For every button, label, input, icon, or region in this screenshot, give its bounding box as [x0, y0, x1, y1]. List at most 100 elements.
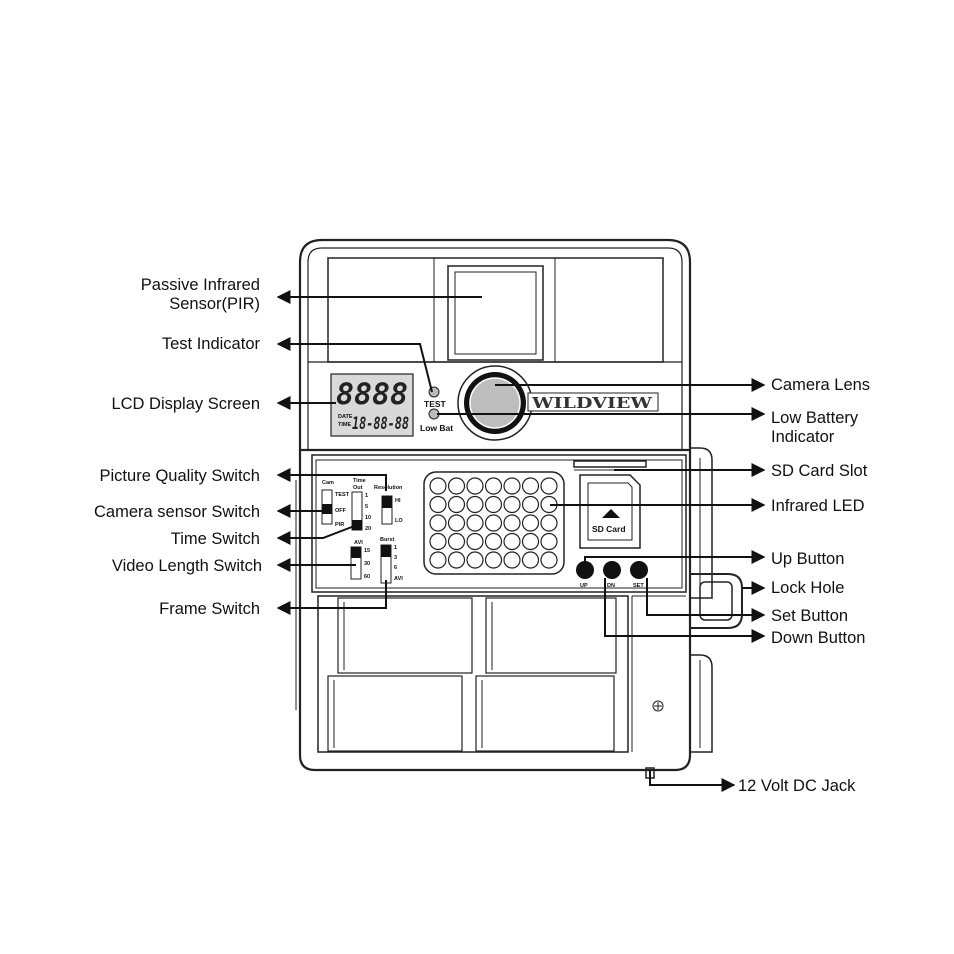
svg-text:PIR: PIR	[335, 522, 344, 528]
label-infrared-led: Infrared LED	[771, 497, 865, 515]
label-camera-lens: Camera Lens	[771, 376, 870, 394]
infrared-led	[429, 495, 447, 514]
infrared-led	[540, 551, 558, 569]
low-bat-label: Low Bat	[420, 423, 453, 433]
infrared-led	[447, 532, 466, 551]
arrow-time-switch	[276, 524, 358, 545]
arrow-test-indicator	[276, 337, 433, 393]
svg-text:5: 5	[365, 504, 368, 510]
label-test-indicator: Test Indicator	[162, 335, 261, 353]
infrared-led	[521, 551, 540, 569]
infrared-led	[521, 495, 540, 514]
label-lock-hole: Lock Hole	[771, 579, 844, 597]
infrared-led	[429, 477, 447, 495]
svg-text:3: 3	[394, 555, 397, 561]
label-lcd-screen: LCD Display Screen	[111, 395, 260, 413]
infrared-led	[466, 514, 484, 532]
lcd-bottom-digits: 18-88-88	[352, 414, 409, 434]
pir-sensor-window	[447, 265, 544, 361]
lcd-date-label: DATE	[338, 414, 353, 420]
sd-card-slot	[573, 460, 647, 468]
infrared-led	[540, 532, 558, 551]
infrared-led	[447, 551, 466, 569]
infrared-led	[521, 514, 540, 532]
infrared-led	[429, 514, 447, 532]
label-video-length: Video Length Switch	[112, 557, 262, 575]
infrared-led	[484, 495, 503, 514]
label-time-switch: Time Switch	[171, 530, 260, 548]
test-led-label: TEST	[424, 399, 447, 409]
infrared-led	[484, 477, 503, 495]
lock-hole	[690, 573, 743, 629]
infrared-led	[503, 532, 521, 551]
cam-switch-title: Cam	[322, 480, 334, 486]
arrow-up-button	[584, 550, 766, 570]
label-frame-switch: Frame Switch	[159, 600, 260, 618]
svg-text:Burst: Burst	[380, 537, 395, 543]
arrow-down-button	[604, 578, 766, 643]
infrared-led	[521, 532, 540, 551]
sd-arrow-icon	[602, 509, 620, 518]
label-camera-sensor: Camera sensor Switch	[94, 503, 260, 521]
camera-lens	[457, 365, 533, 441]
lcd-time-label: TIME	[338, 422, 351, 428]
infrared-led	[540, 514, 558, 532]
sd-card: SD Card	[579, 474, 641, 549]
infrared-led-array	[423, 471, 565, 575]
leader-lines	[276, 290, 766, 792]
label-low-battery-line2: Indicator	[771, 428, 835, 446]
svg-text:AVI: AVI	[354, 540, 363, 546]
camera-body: 8888 DATE TIME 18-88-88 TEST Low Bat WIL…	[295, 238, 743, 779]
svg-text:LO: LO	[395, 518, 403, 524]
down-button-label: DN	[607, 583, 615, 589]
svg-text:30: 30	[364, 561, 370, 567]
lcd-display: 8888 DATE TIME 18-88-88	[330, 373, 414, 437]
infrared-led	[447, 495, 466, 514]
brand-logo: WILDVIEW	[531, 394, 654, 412]
labels: Passive Infrared Sensor(PIR) Test Indica…	[94, 276, 870, 795]
label-pir-line2: Sensor(PIR)	[169, 295, 260, 313]
label-sd-slot: SD Card Slot	[771, 462, 868, 480]
picture-quality-switch[interactable]: Resolution HI LO	[374, 485, 403, 525]
arrow-picture-quality	[276, 468, 387, 491]
infrared-led	[521, 477, 540, 495]
svg-text:OFF: OFF	[335, 508, 347, 514]
svg-text:Resolution: Resolution	[374, 485, 403, 491]
label-dc-jack: 12 Volt DC Jack	[738, 777, 856, 795]
label-down-button: Down Button	[771, 629, 865, 647]
svg-text:60: 60	[364, 574, 370, 580]
down-button[interactable]	[603, 561, 621, 579]
infrared-led	[466, 495, 484, 514]
camera-sensor-switch[interactable]: Cam TEST OFF PIR	[321, 480, 350, 528]
frame-switch[interactable]: Burst 1 3 6 AVI	[380, 537, 403, 584]
svg-text:1: 1	[365, 493, 368, 499]
infrared-led	[503, 551, 521, 569]
infrared-led	[540, 477, 558, 495]
set-button[interactable]	[630, 561, 648, 579]
video-length-switch[interactable]: AVI 15 30 60	[350, 540, 370, 580]
svg-text:6: 6	[394, 565, 397, 571]
infrared-led	[503, 514, 521, 532]
infrared-led	[466, 551, 484, 569]
sd-card-text: SD Card	[592, 524, 626, 534]
infrared-led	[447, 477, 466, 495]
arrow-frame-switch	[276, 580, 387, 615]
lcd-top-digits: 8888	[336, 377, 408, 411]
infrared-led	[484, 551, 503, 569]
infrared-led	[503, 477, 521, 495]
up-button-label: UP	[580, 583, 588, 589]
label-pir-line1: Passive Infrared	[141, 276, 260, 294]
label-set-button: Set Button	[771, 607, 848, 625]
battery-compartment	[317, 595, 686, 753]
svg-text:TEST: TEST	[335, 492, 350, 498]
time-switch[interactable]: Time Out 1 5 10 20	[351, 478, 371, 532]
infrared-led	[484, 532, 503, 551]
svg-text:Out: Out	[353, 485, 363, 491]
infrared-led	[466, 532, 484, 551]
svg-text:15: 15	[364, 548, 370, 554]
brand-plate	[527, 392, 659, 412]
svg-text:HI: HI	[395, 498, 401, 504]
infrared-led	[484, 514, 503, 532]
svg-text:10: 10	[365, 515, 371, 521]
svg-text:1: 1	[394, 545, 397, 551]
